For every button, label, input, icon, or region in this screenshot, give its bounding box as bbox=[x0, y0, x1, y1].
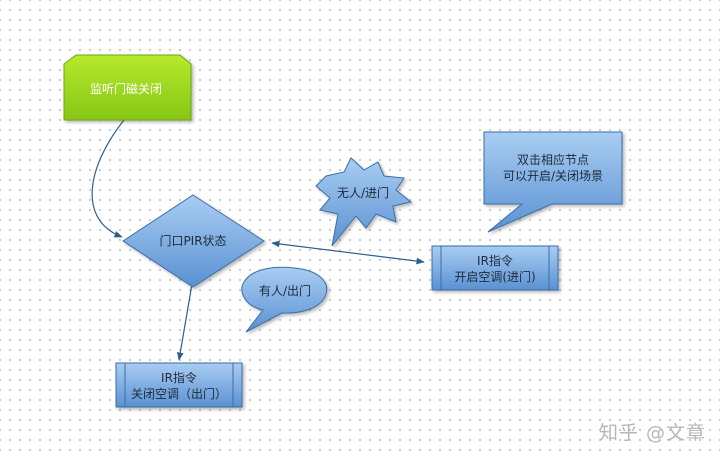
callout-tip-line2: 可以开启/关闭场景 bbox=[503, 169, 603, 183]
connector-decision-to-ir-off bbox=[176, 283, 193, 361]
start-node[interactable]: 监听门磁关闭 bbox=[63, 54, 192, 121]
callout-someone-label: 有人/出门 bbox=[259, 283, 311, 298]
ir-on-line2: 开启空调(进门) bbox=[454, 269, 535, 284]
callout-someone: 有人/出门 bbox=[241, 266, 328, 333]
decision-node[interactable]: 门口PIR状态 bbox=[122, 194, 265, 288]
callout-tip-line1: 双击相应节点 bbox=[517, 152, 589, 167]
watermark: 知乎 @文章 bbox=[598, 422, 706, 444]
ir-off-node[interactable]: IR指令 关闭空调（出门） bbox=[115, 362, 243, 408]
callout-tip: 双击相应节点 可以开启/关闭场景 bbox=[483, 131, 623, 233]
decision-node-label: 门口PIR状态 bbox=[159, 233, 226, 248]
ir-off-line2: 关闭空调（出门） bbox=[131, 386, 227, 401]
start-node-label: 监听门磁关闭 bbox=[90, 81, 162, 96]
ir-on-line1: IR指令 bbox=[477, 253, 513, 268]
connector-start-to-decision bbox=[91, 119, 125, 238]
ir-on-node[interactable]: IR指令 开启空调(进门) bbox=[431, 245, 559, 291]
ir-off-line1: IR指令 bbox=[161, 370, 197, 385]
callout-nobody-label: 无人/进门 bbox=[337, 185, 389, 200]
connector-decision-to-ir-on bbox=[271, 240, 425, 265]
callout-nobody: 无人/进门 bbox=[315, 157, 413, 247]
